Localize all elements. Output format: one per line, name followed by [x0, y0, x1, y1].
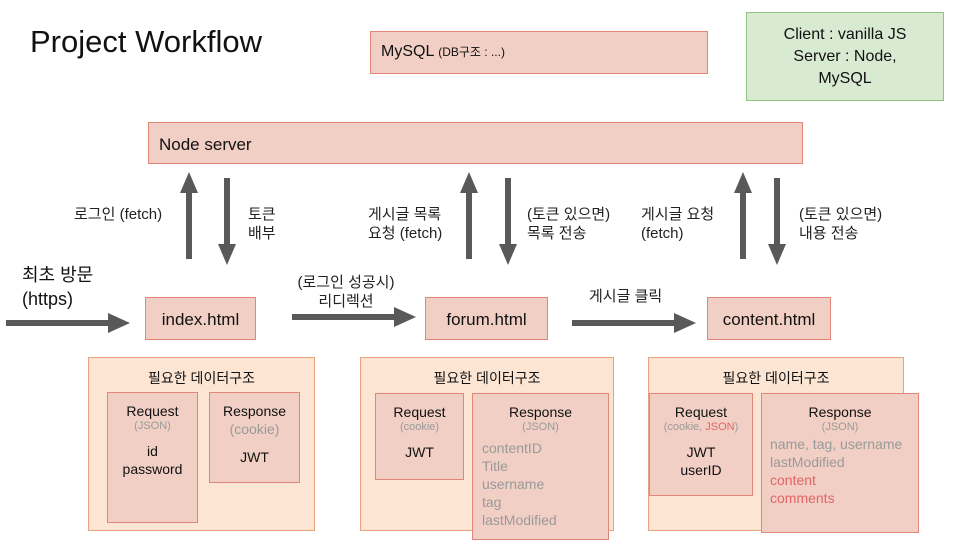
mysql-node: MySQL (DB구조 : ...) [370, 31, 708, 74]
panel-forum-response-field: Title [482, 458, 508, 474]
panel-content-response-field: content [770, 472, 816, 488]
page-content-label: content.html [722, 310, 816, 329]
panel-content-request-format: (cookie, JSON) [650, 421, 752, 433]
panel-index-response-title: Response [222, 403, 287, 419]
panel-forum-request-field: JWT [405, 444, 434, 460]
label-first-visit-line2: (https) [22, 289, 74, 309]
arrow-login-up [180, 172, 198, 259]
label-content-send-line2: 내용 전송 [799, 225, 859, 242]
label-post-request-line2: (fetch) [641, 225, 684, 242]
panel-content-response-field: lastModified [770, 454, 845, 470]
arrow-content-down [768, 178, 786, 265]
panel-index-response-format: (cookie) [229, 421, 280, 437]
label-redirect: (로그인 성공시) 리디렉션 [278, 273, 414, 311]
arrow-list-down [499, 178, 517, 265]
arrow-token-down [218, 178, 236, 265]
panel-content-request-field: JWT [686, 444, 716, 460]
panel-content: 필요한 데이터구조 Request (cookie, JSON) JWT use… [648, 357, 919, 533]
stack-client: Client : vanilla JS [783, 26, 907, 43]
panel-forum-response-field: tag [482, 494, 502, 510]
label-post-list-request-line2: 요청 (fetch) [368, 225, 443, 242]
panel-content-response-title: Response [808, 404, 872, 420]
node-server: Node server [148, 122, 803, 164]
node-server-label: Node server [159, 135, 252, 154]
panel-forum-response-format: (JSON) [522, 421, 559, 433]
label-post-click: 게시글 클릭 [589, 288, 663, 305]
stack-db: MySQL [818, 70, 872, 87]
label-post-list-send: (토큰 있으면) 목록 전송 [527, 205, 610, 243]
panel-forum-response-field: lastModified [482, 512, 557, 528]
stack-server: Server : Node, [793, 48, 897, 65]
label-login: 로그인 (fetch) [74, 206, 163, 223]
panel-index-request-field: password [122, 461, 183, 477]
arrow-first-visit [6, 313, 130, 333]
label-token: 토큰 배부 [248, 205, 276, 243]
page-content: content.html [707, 297, 831, 340]
arrow-content-up [734, 172, 752, 259]
label-post-request-line1: 게시글 요청 [641, 206, 715, 223]
label-first-visit-line1: 최초 방문 [22, 265, 94, 285]
mysql-note: (DB구조 : ...) [438, 45, 505, 59]
page-title: Project Workflow [30, 24, 262, 59]
panel-forum-title: 필요한 데이터구조 [433, 370, 541, 386]
format-part: (cookie, [663, 421, 706, 433]
panel-content-response-fields: name, tag, username lastModified content… [762, 435, 918, 507]
arrow-forum-up [460, 172, 478, 259]
panel-content-response-format: (JSON) [821, 421, 859, 433]
panel-forum-request-title: Request [393, 404, 446, 420]
panel-forum-response-title: Response [508, 404, 573, 420]
mysql-label: MySQL [381, 43, 434, 60]
label-post-request: 게시글 요청 (fetch) [641, 205, 714, 243]
page-forum: forum.html [425, 297, 548, 340]
panel-forum-response-field: contentID [482, 440, 542, 456]
stack-info: Client : vanilla JS Server : Node, MySQL [746, 12, 944, 101]
label-content-send-line1: (토큰 있으면) [799, 206, 883, 223]
panel-content-response-field: name, tag, username [770, 436, 903, 452]
panel-index-request: Request (JSON) id password [107, 392, 198, 523]
arrow-post-click [572, 313, 696, 333]
page-index: index.html [145, 297, 256, 340]
panel-content-title: 필요한 데이터구조 [722, 370, 830, 386]
panel-index: 필요한 데이터구조 Request (JSON) id password Res… [88, 357, 315, 531]
panel-index-request-field: id [147, 443, 158, 459]
label-post-list-send-line1: (토큰 있으면) [527, 206, 611, 223]
panel-index-title: 필요한 데이터구조 [148, 370, 255, 386]
arrow-redirect [292, 307, 416, 327]
panel-index-response-field: JWT [240, 449, 269, 465]
label-post-list-request-line1: 게시글 목록 [368, 206, 442, 223]
label-first-visit: 최초 방문 (https) [22, 263, 93, 311]
panel-content-response: Response (JSON) name, tag, username last… [761, 393, 919, 533]
label-token-line1: 토큰 [248, 206, 276, 223]
panel-index-response: Response (cookie) JWT [209, 392, 300, 483]
panel-content-request-title: Request [674, 404, 728, 420]
panel-forum-request: Request (cookie) JWT [375, 393, 464, 480]
label-post-list-request: 게시글 목록 요청 (fetch) [368, 205, 442, 243]
panel-forum-response-fields: contentID Title username tag lastModifie… [473, 439, 608, 529]
label-token-line2: 배부 [248, 225, 276, 242]
label-redirect-line1: (로그인 성공시) [297, 274, 395, 291]
panel-content-response-field: comments [770, 490, 835, 506]
panel-forum-response: Response (JSON) contentID Title username… [472, 393, 609, 540]
panel-forum-request-format: (cookie) [399, 421, 440, 433]
page-index-label: index.html [161, 310, 240, 329]
panel-content-request: Request (cookie, JSON) JWT userID [649, 393, 753, 496]
label-content-send: (토큰 있으면) 내용 전송 [799, 205, 882, 243]
panel-index-request-format: (JSON) [134, 420, 171, 432]
page-forum-label: forum.html [446, 310, 527, 329]
format-part: ) [734, 421, 739, 433]
label-redirect-line2: 리디렉션 [318, 293, 374, 310]
label-post-list-send-line2: 목록 전송 [527, 225, 587, 242]
panel-forum-response-field: username [482, 476, 545, 492]
format-json-highlight: JSON [705, 421, 735, 433]
panel-forum: 필요한 데이터구조 Request (cookie) JWT Response … [360, 357, 614, 540]
panel-index-request-title: Request [126, 403, 179, 419]
panel-content-request-field: userID [680, 462, 722, 478]
